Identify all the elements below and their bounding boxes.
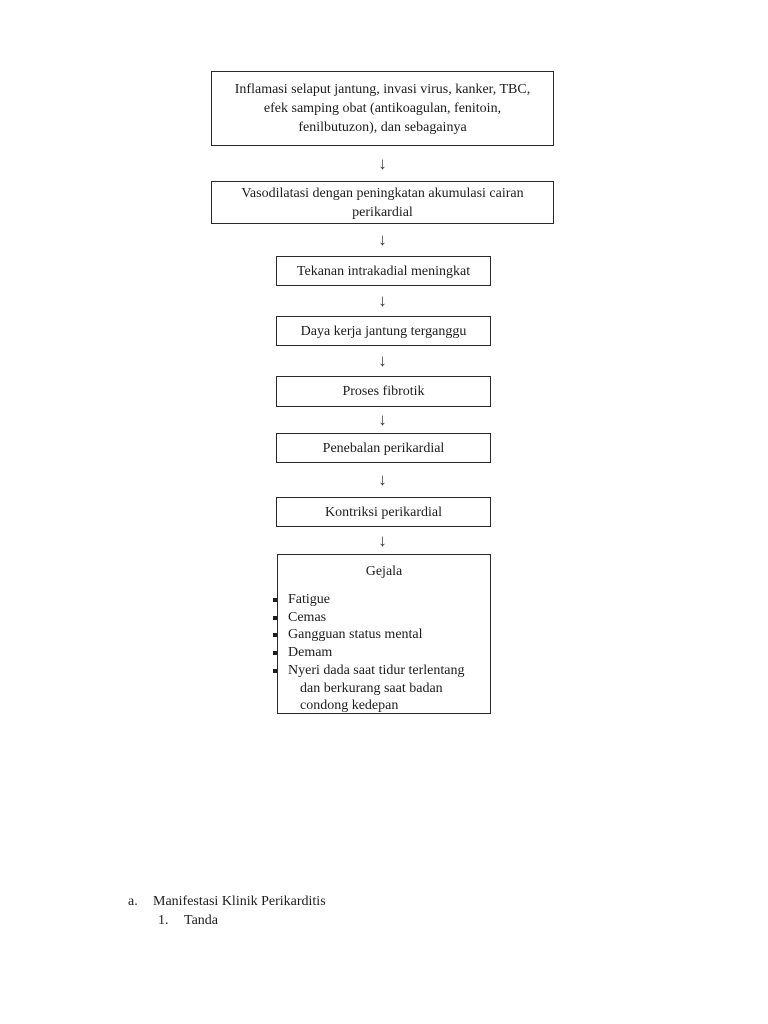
outline-item-a: a. Manifestasi Klinik Perikarditis — [128, 892, 326, 911]
flow-box-intracardial-pressure: Tekanan intrakadial meningkat — [276, 256, 491, 286]
bullet-square-icon — [273, 598, 277, 602]
outline-item-a-label: Manifestasi Klinik Perikarditis — [153, 894, 326, 909]
flow-box-fibrotic-process: Proses fibrotik — [276, 376, 491, 407]
symptom-label: Fatigue — [288, 592, 330, 607]
symptom-item: Gangguan status mental — [273, 626, 490, 644]
down-arrow-icon: ↓ — [378, 530, 387, 550]
symptoms-box: Gejala Fatigue Cemas Gangguan status men… — [273, 554, 491, 715]
symptom-item: Demam — [273, 644, 490, 662]
down-arrow-icon: ↓ — [378, 291, 387, 310]
symptom-item: Cemas — [273, 609, 490, 627]
outline-item-1: 1. Tanda — [158, 911, 218, 930]
symptoms-title: Gejala — [365, 564, 403, 579]
flow-box-pericardial-constriction: Kontriksi perikardial — [276, 497, 491, 527]
down-arrow-icon: ↓ — [378, 470, 387, 489]
down-arrow-icon: ↓ — [378, 229, 387, 249]
bullet-square-icon — [273, 651, 277, 656]
symptom-item: Nyeri dada saat tidur terlentang dan ber… — [273, 662, 490, 715]
bullet-square-icon — [273, 615, 277, 620]
symptom-label: Cemas — [288, 609, 327, 625]
flow-box-cardiac-function: Daya kerja jantung terganggu — [276, 316, 491, 346]
flow-box-etiology: Inflamasi selaput jantung, invasi virus,… — [211, 71, 554, 146]
flow-box-vasodilatation: Vasodilatasi dengan peningkatan akumulas… — [211, 181, 554, 224]
down-arrow-icon: ↓ — [378, 153, 387, 173]
symptom-label: Nyeri dada saat tidur terlentang dan ber… — [288, 662, 465, 714]
symptom-item: Fatigue — [273, 591, 490, 609]
flow-box-pericardial-thickening: Penebalan perikardial — [276, 433, 491, 463]
bullet-square-icon — [273, 633, 277, 638]
symptom-label: Gangguan status mental — [288, 627, 423, 643]
outline-item-1-marker: 1. — [158, 913, 169, 928]
outline-item-1-label: Tanda — [184, 913, 219, 928]
down-arrow-icon: ↓ — [378, 351, 387, 370]
outline-item-a-marker: a. — [128, 894, 138, 909]
symptoms-list: Fatigue Cemas Gangguan status mental Dem… — [273, 591, 490, 715]
down-arrow-icon: ↓ — [378, 410, 387, 429]
symptom-label: Demam — [288, 645, 333, 661]
bullet-square-icon — [273, 668, 277, 673]
